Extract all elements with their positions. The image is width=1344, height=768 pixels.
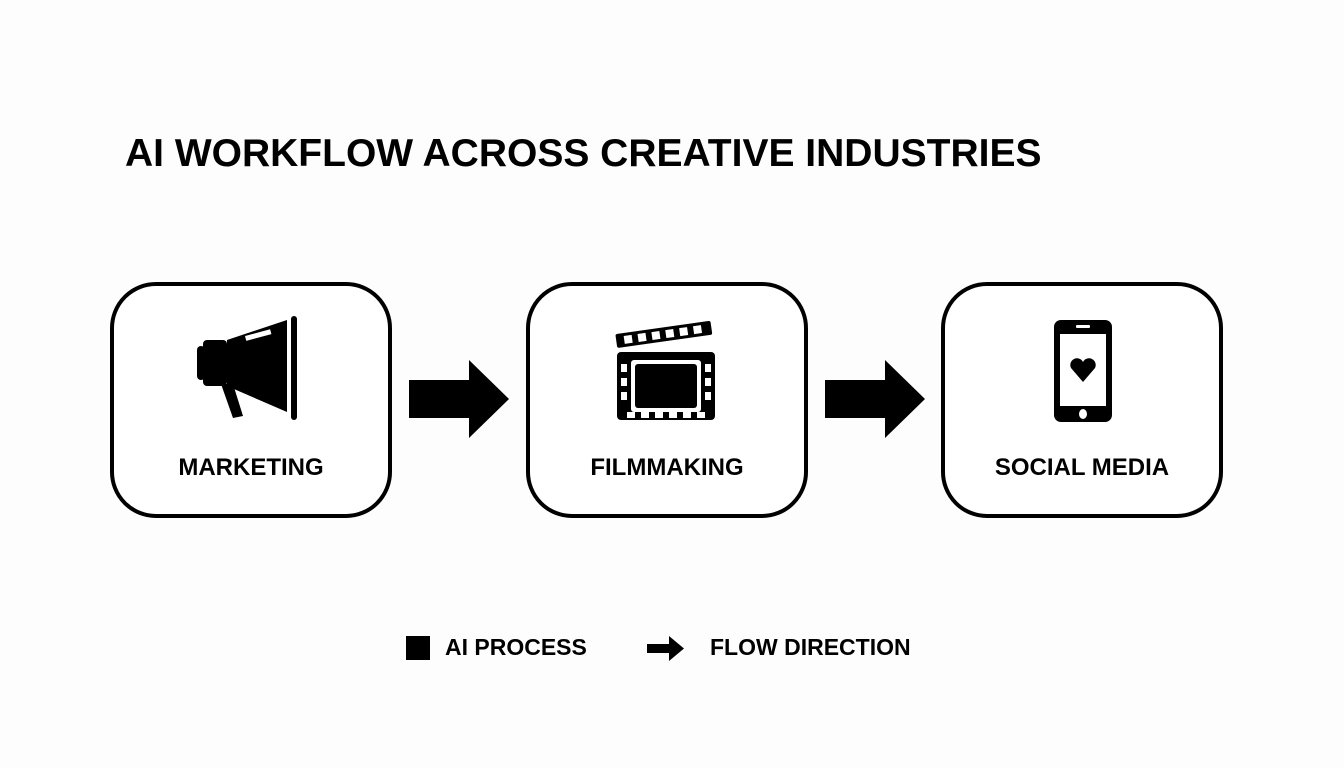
flow-direction-arrow-icon	[647, 636, 684, 661]
legend-flow-direction: FLOW DIRECTION	[710, 634, 911, 660]
smartphone-heart-icon	[1054, 320, 1112, 422]
clapperboard-icon	[615, 321, 715, 420]
ai-process-swatch-icon	[406, 636, 430, 660]
stage-label: FILMMAKING	[590, 454, 744, 481]
stage-filmmaking: FILMMAKING	[526, 282, 808, 518]
stage-social-media: SOCIAL MEDIA	[941, 282, 1223, 518]
stage-label: MARKETING	[178, 454, 324, 481]
legend-ai-process: AI PROCESS	[445, 634, 587, 660]
diagram-title: AI WORKFLOW ACROSS CREATIVE INDUSTRIES	[125, 132, 1042, 175]
flow-arrow-icon	[409, 360, 509, 438]
stage-marketing: MARKETING	[110, 282, 392, 518]
stage-label: SOCIAL MEDIA	[994, 454, 1170, 481]
megaphone-icon	[197, 316, 297, 420]
flow-arrow-icon	[825, 360, 925, 438]
